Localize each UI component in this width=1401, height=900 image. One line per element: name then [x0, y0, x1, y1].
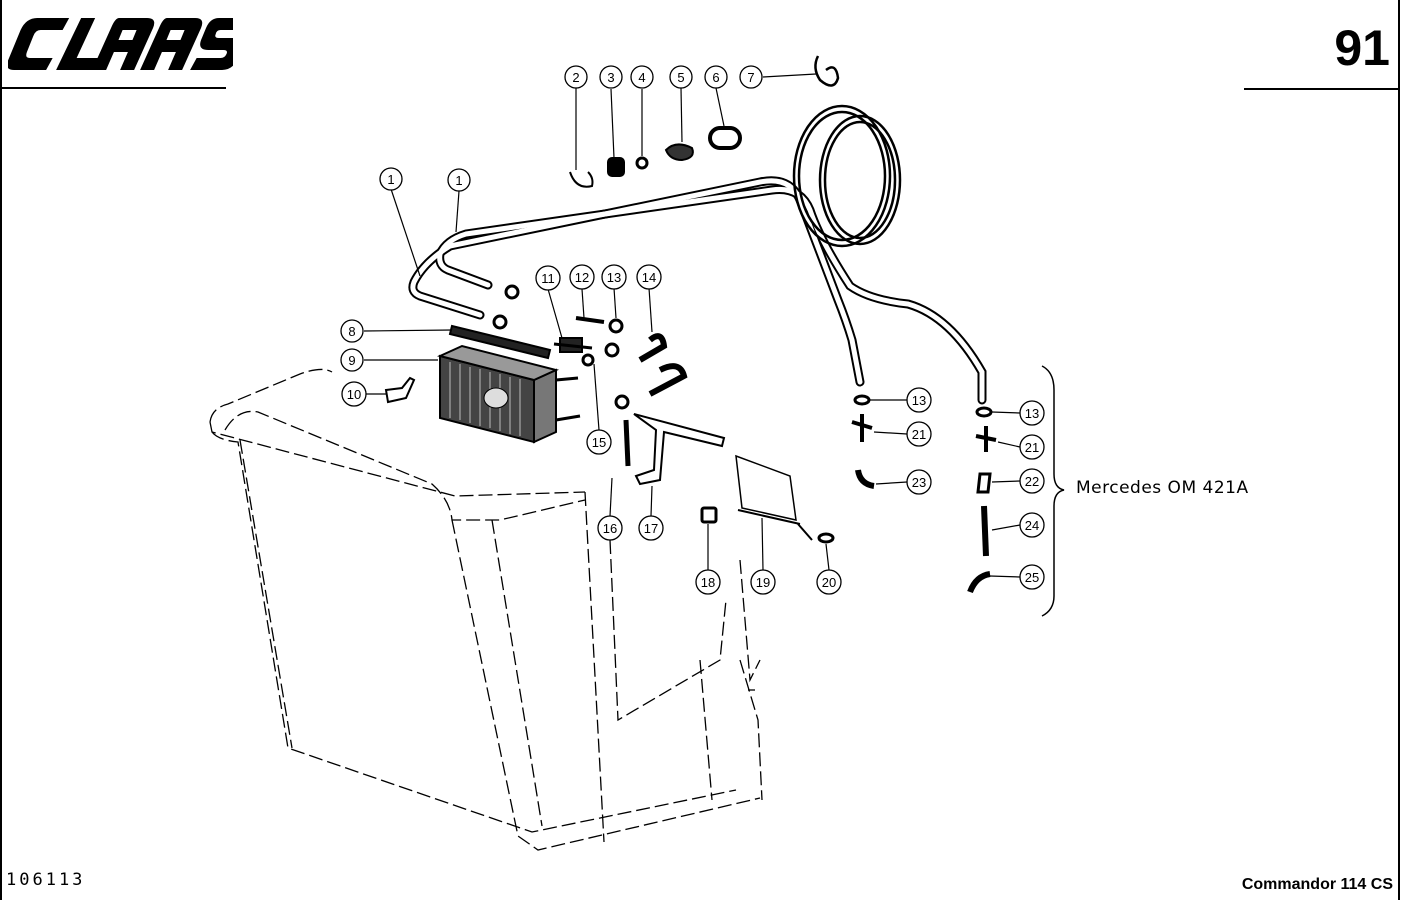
page-number: 91 [1334, 20, 1390, 76]
callout-c13c: 13 [1019, 400, 1045, 426]
callout-number: 8 [348, 324, 355, 339]
model-name: Commandor 114 CS [1241, 876, 1393, 893]
callout-number: 21 [1025, 440, 1039, 455]
cab-outline [209, 368, 763, 851]
callout-number: 9 [348, 353, 355, 368]
callout-number: 12 [575, 270, 589, 285]
claas-logo [8, 18, 233, 70]
page-frame-right [1398, 0, 1400, 900]
callout-c17: 17 [638, 515, 664, 541]
callout-c20: 20 [816, 569, 842, 595]
callout-number: 3 [607, 70, 614, 85]
callout-c15: 15 [586, 429, 612, 455]
callout-c25: 25 [1019, 564, 1045, 590]
callout-number: 13 [1025, 406, 1039, 421]
callout-c24: 24 [1019, 512, 1045, 538]
callout-c22: 22 [1019, 468, 1045, 494]
callout-c1a: 1 [379, 167, 403, 191]
callout-number: 21 [912, 427, 926, 442]
callout-c16: 16 [597, 515, 623, 541]
callout-c21b: 21 [1019, 434, 1045, 460]
callout-number: 13 [912, 393, 926, 408]
callout-number: 14 [642, 270, 656, 285]
callout-c14: 14 [636, 264, 662, 290]
callout-number: 10 [347, 387, 361, 402]
callout-number: 7 [747, 70, 754, 85]
drawing-number: 106113 [6, 870, 86, 890]
callout-c1b: 1 [447, 168, 471, 192]
header-rule-left [0, 87, 226, 89]
callout-number: 16 [603, 521, 617, 536]
callout-number: 22 [1025, 474, 1039, 489]
callout-c8: 8 [340, 319, 364, 343]
small-parts [384, 55, 997, 594]
heater-core [436, 344, 581, 444]
callout-c19: 19 [750, 569, 776, 595]
callout-number: 11 [541, 271, 555, 286]
callout-c3: 3 [599, 65, 623, 89]
page-frame-left [0, 0, 2, 900]
leader-lines [363, 73, 1021, 578]
callout-c23: 23 [906, 469, 932, 495]
variant-brace [1041, 365, 1065, 617]
callout-c12: 12 [569, 264, 595, 290]
callout-number: 5 [677, 70, 684, 85]
callout-c21a: 21 [906, 421, 932, 447]
callout-c13a: 13 [601, 264, 627, 290]
callout-c13b: 13 [906, 387, 932, 413]
hose-coil [792, 104, 902, 248]
callout-number: 13 [607, 270, 621, 285]
callout-number: 4 [638, 70, 645, 85]
callout-c11: 11 [535, 265, 561, 291]
callout-number: 6 [712, 70, 719, 85]
callout-number: 25 [1025, 570, 1039, 585]
callout-number: 20 [822, 575, 836, 590]
callout-number: 19 [756, 575, 770, 590]
engine-variant-label: Mercedes OM 421A [1076, 478, 1249, 498]
callout-c18: 18 [695, 569, 721, 595]
callout-c6: 6 [704, 65, 728, 89]
callout-number: 15 [592, 435, 606, 450]
callout-c5: 5 [669, 65, 693, 89]
header-rule-right [1244, 88, 1400, 90]
callout-number: 2 [572, 70, 579, 85]
callout-c10: 10 [341, 381, 367, 407]
callout-number: 17 [644, 521, 658, 536]
callout-c4: 4 [630, 65, 654, 89]
callout-c9: 9 [340, 348, 364, 372]
callout-number: 18 [701, 575, 715, 590]
callout-number: 23 [912, 475, 926, 490]
callout-number: 1 [387, 172, 394, 187]
callout-c7: 7 [739, 65, 763, 89]
callout-c2: 2 [564, 65, 588, 89]
callout-number: 1 [455, 173, 462, 188]
callout-number: 24 [1025, 518, 1039, 533]
